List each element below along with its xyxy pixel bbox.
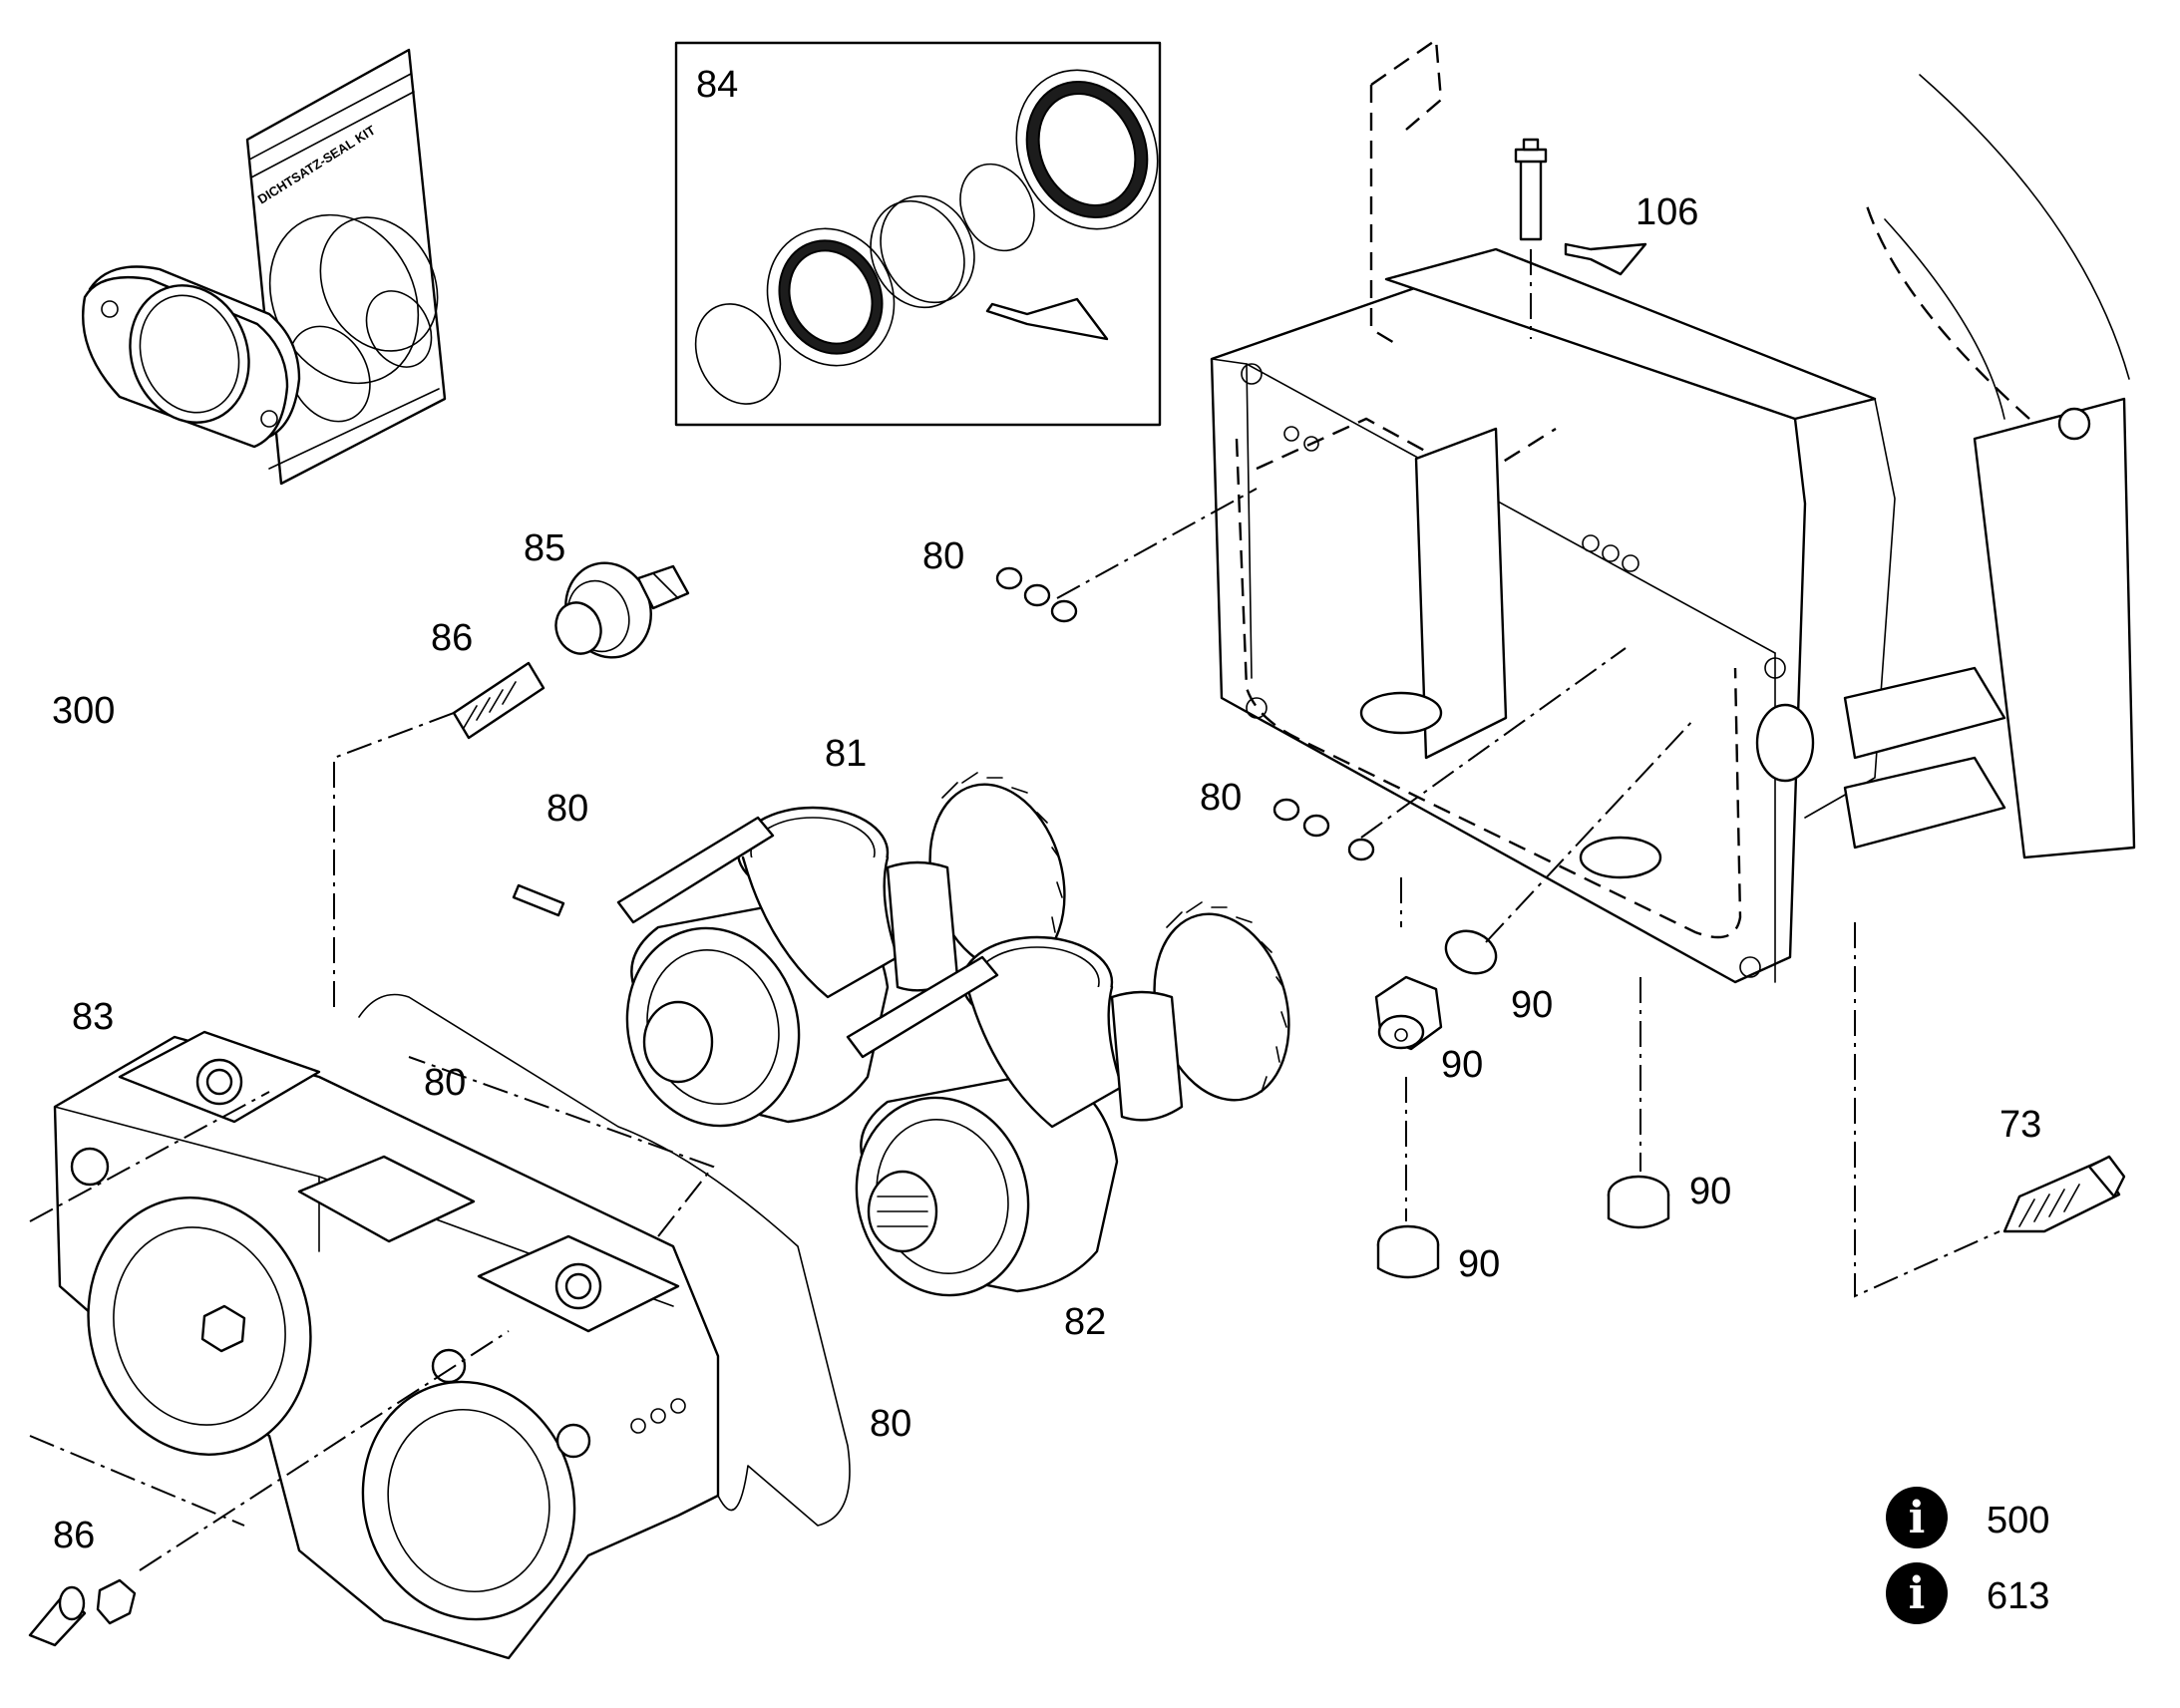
info-icon	[1886, 1487, 1948, 1548]
callout-86-bottom: 86	[53, 1515, 95, 1556]
screw-plug	[1374, 975, 1443, 1051]
info-reference-number: 613	[1987, 1575, 2049, 1617]
o-ring	[1444, 929, 1498, 975]
main-housing	[1210, 37, 2136, 984]
callout-80-washers-top: 80	[922, 535, 964, 577]
spring	[452, 661, 545, 740]
callout-73: 73	[1999, 1104, 2041, 1146]
bolt	[2002, 1155, 2126, 1233]
callout-84: 84	[696, 64, 738, 106]
callout-81: 81	[825, 733, 867, 775]
flange	[81, 265, 301, 449]
callout-90-cap-right: 90	[1689, 1171, 1731, 1212]
callout-90-cap-mid: 90	[1458, 1243, 1500, 1285]
callout-80-pin-left: 80	[546, 788, 588, 830]
callout-90-plug: 90	[1441, 1044, 1483, 1086]
cap-mid	[1376, 1224, 1440, 1279]
seal-set-box	[674, 41, 1162, 427]
cap-right	[1607, 1175, 1670, 1229]
washer-set-top	[995, 566, 1078, 623]
svg-text:i: i	[1909, 1493, 1926, 1543]
callout-80-gasket: 80	[870, 1403, 911, 1445]
callout-300: 300	[52, 690, 115, 732]
callout-83: 83	[72, 996, 114, 1038]
callout-85: 85	[524, 527, 565, 569]
callout-80-pin-cover: 80	[424, 1062, 466, 1104]
leader-lines	[29, 249, 2000, 1571]
gasket-cord	[358, 993, 851, 1527]
cover-housing	[53, 1030, 720, 1660]
washer-set-mid	[1272, 798, 1375, 861]
callout-80-washers-mid: 80	[1200, 777, 1242, 819]
callout-90-o-ring: 90	[1511, 984, 1553, 1026]
info-reference-number: 500	[1987, 1500, 2049, 1541]
breather-valve	[1514, 138, 1647, 276]
svg-text:i: i	[1909, 1568, 1926, 1619]
info-reference-500[interactable]: i 500	[1886, 1487, 2049, 1548]
info-icon	[1886, 1562, 1948, 1624]
callout-86-top: 86	[431, 617, 473, 659]
dowel-pin-left	[512, 883, 565, 917]
callout-106: 106	[1635, 191, 1698, 233]
pump-unit-upper	[616, 772, 1066, 1128]
callout-82: 82	[1064, 1301, 1106, 1343]
pump-unit-lower	[846, 901, 1290, 1297]
info-reference-613[interactable]: i 613	[1886, 1562, 2049, 1624]
valve-cartridge	[554, 561, 690, 659]
nozzle-and-nut	[28, 1578, 137, 1647]
